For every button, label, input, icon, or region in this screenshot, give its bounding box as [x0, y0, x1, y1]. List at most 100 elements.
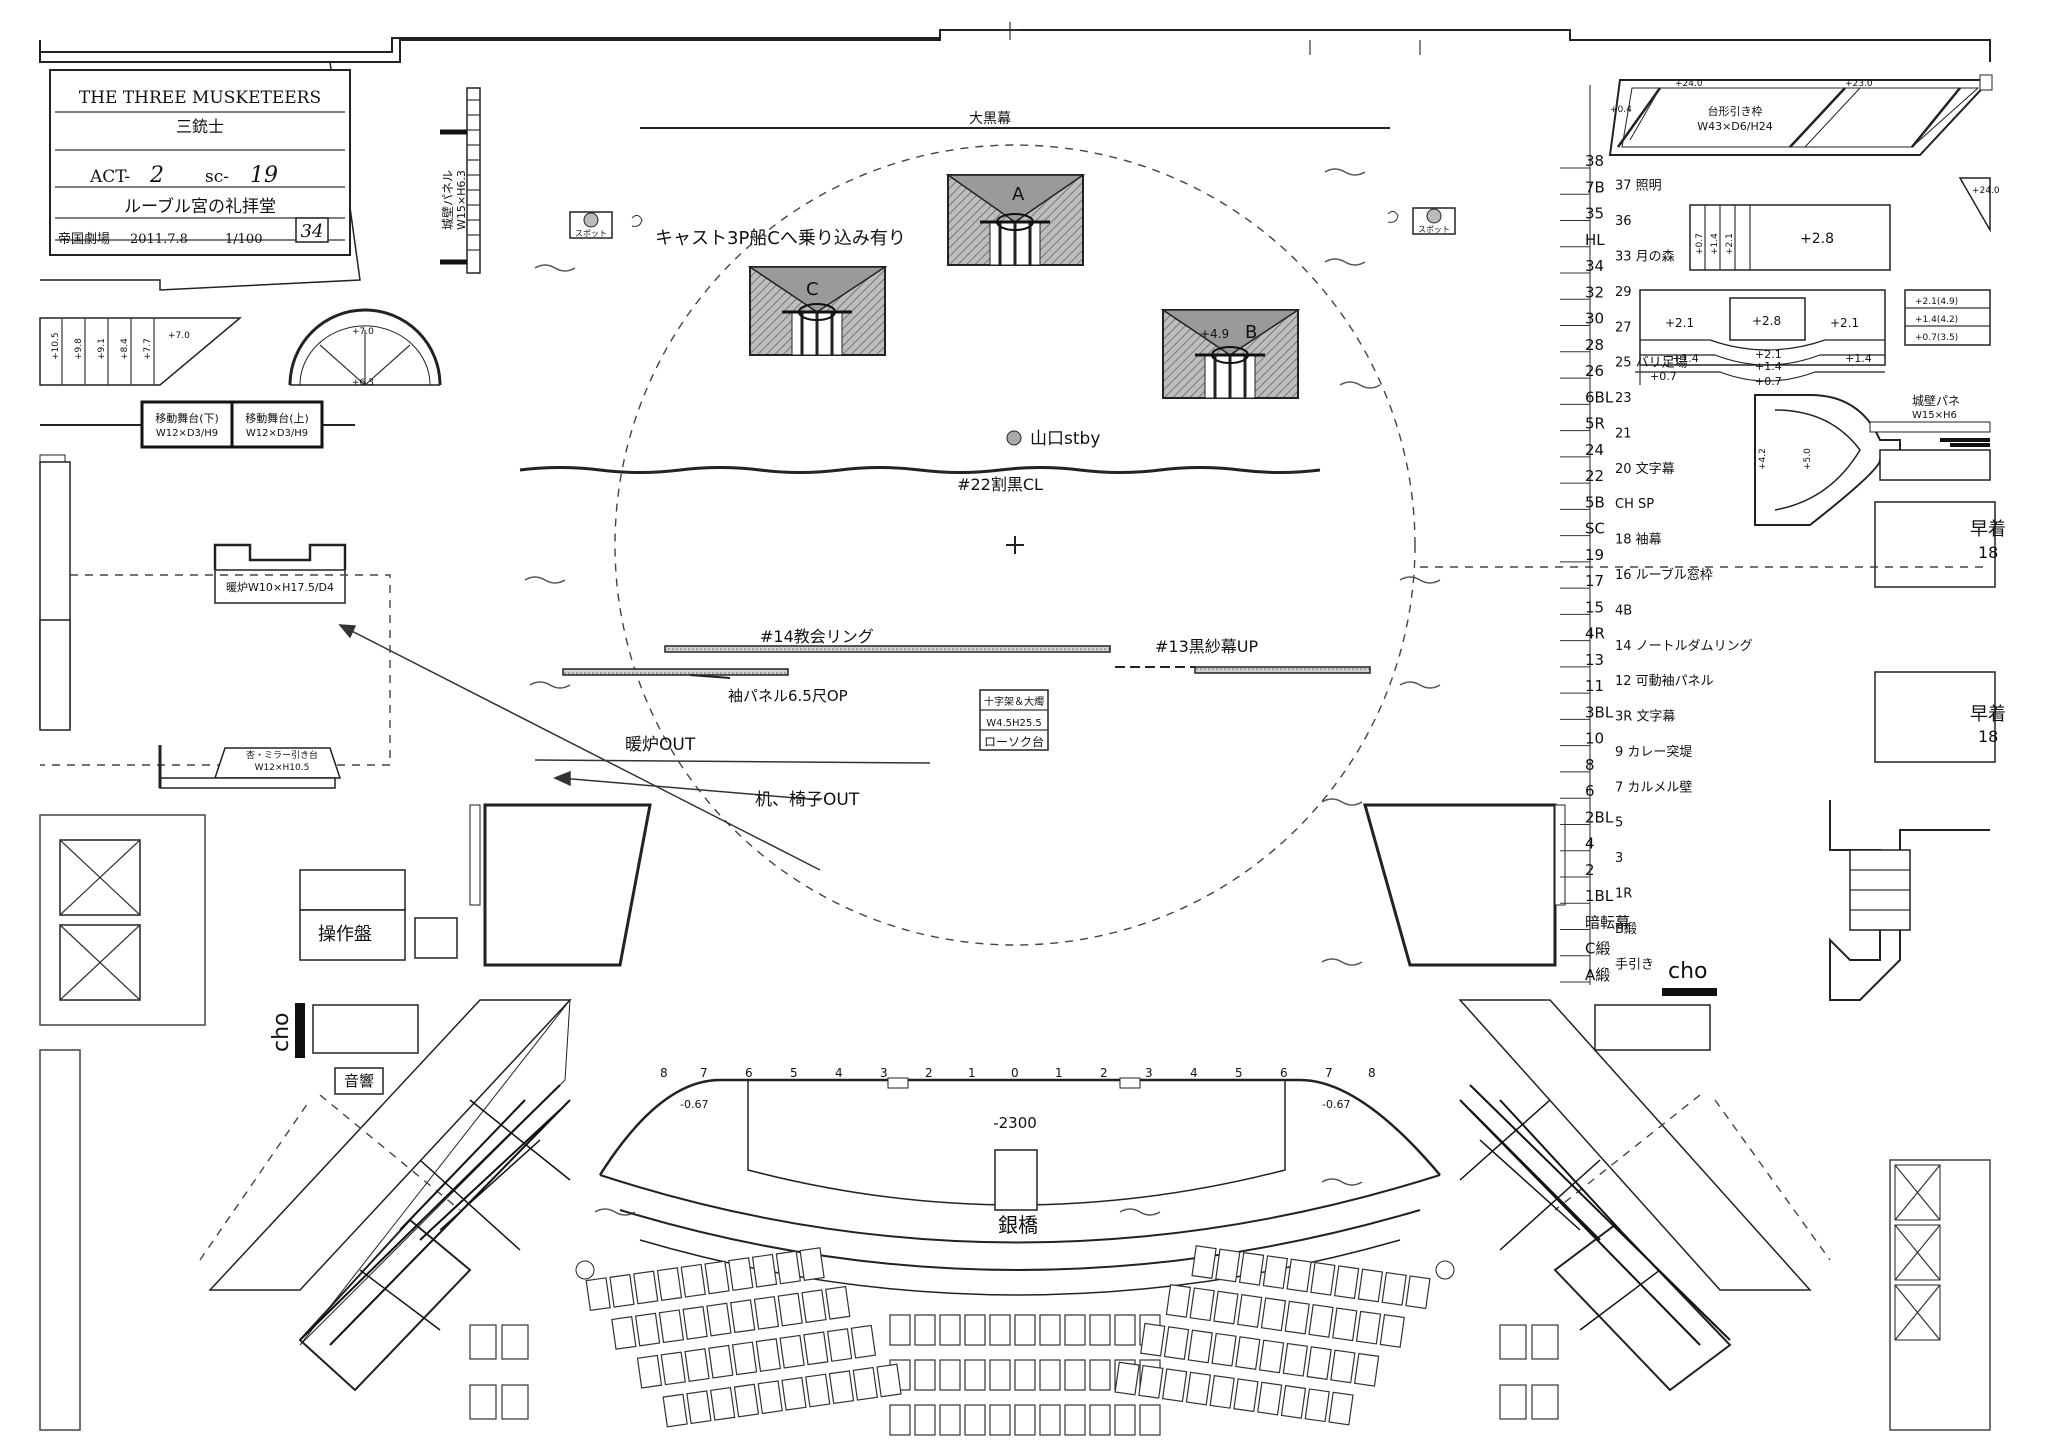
batten-number: 13 — [1585, 651, 1604, 669]
small-step-1: +2.1(4.9) — [1915, 297, 1958, 307]
seat — [939, 1404, 961, 1436]
seat — [1209, 1374, 1235, 1409]
batten-number: 34 — [1585, 257, 1604, 275]
seat — [1161, 1368, 1188, 1403]
seat — [1306, 1346, 1332, 1381]
seat — [1089, 1359, 1111, 1391]
batten-number: 11 — [1585, 677, 1604, 695]
title-block: THE THREE MUSKETEERS 三銃士 ACT- 2 sc- 19 ル… — [49, 69, 351, 256]
qc1-label: 早着 — [1970, 519, 2006, 540]
seat — [1187, 1329, 1213, 1364]
candle-label: ローソク台 — [984, 734, 1044, 749]
water-waves — [524, 168, 1441, 1216]
seat — [1114, 1404, 1136, 1436]
plat-h3: +2.1 — [1725, 233, 1735, 255]
batten-number: 5R — [1585, 415, 1605, 433]
seat — [1089, 1314, 1111, 1346]
seat — [633, 1270, 659, 1305]
batten-number: 35 — [1585, 205, 1604, 223]
batten-note: 1R — [1615, 887, 1632, 902]
fireplace: 暖炉W10×H17.5/D4 — [213, 543, 347, 604]
batten-number: 2 — [1585, 861, 1595, 879]
act-value: 2 — [149, 163, 164, 188]
batten-number: 4 — [1585, 835, 1595, 853]
batten-note: B緞 — [1615, 921, 1637, 937]
title-jp: 三銃士 — [176, 117, 224, 136]
seat — [686, 1390, 712, 1425]
seat — [1165, 1283, 1192, 1318]
mobile-stage-low: 移動舞台(下) — [155, 411, 219, 425]
trapezoid-h3: +0.4 — [1610, 105, 1632, 115]
stair-h5: +7.7 — [143, 338, 153, 360]
stair-h1: +10.5 — [51, 332, 61, 360]
seat — [850, 1324, 877, 1359]
sound-label: 音響 — [344, 1072, 374, 1090]
seat — [1237, 1294, 1263, 1328]
seat — [1140, 1322, 1166, 1357]
spotlight-right: スポット — [1387, 207, 1456, 235]
seat — [876, 1363, 902, 1398]
left-truss-tower — [199, 998, 572, 1392]
spotlight-right-label: スポット — [1418, 225, 1450, 234]
batten-note: 33 月の森 — [1615, 249, 1675, 264]
seat — [799, 1247, 825, 1281]
seat — [989, 1359, 1011, 1391]
seat — [1310, 1261, 1336, 1296]
batten-number: 7B — [1585, 178, 1605, 196]
plat-mid-2: +2.8 — [1752, 314, 1781, 328]
batten-note: 36 — [1615, 214, 1632, 229]
seat — [781, 1376, 807, 1411]
batten-note: 16 ルーブル窓枠 — [1615, 567, 1713, 583]
seat — [1014, 1404, 1036, 1436]
seat — [733, 1383, 760, 1418]
seat — [1238, 1251, 1265, 1286]
batten-note: 3R 文字幕 — [1615, 710, 1675, 725]
proscenium-left — [469, 803, 652, 967]
seat — [964, 1404, 986, 1436]
seat — [1282, 1342, 1309, 1377]
seat-marker — [575, 1260, 595, 1280]
plat-mid-3: +2.1 — [1830, 316, 1859, 330]
small-step-2: +1.4(4.2) — [1915, 315, 1958, 325]
seat — [1014, 1314, 1036, 1346]
seat — [1304, 1388, 1330, 1423]
boat-b-letter: B — [1245, 322, 1257, 343]
batten-note: 12 可動袖パネル — [1615, 674, 1714, 689]
seat — [775, 1250, 801, 1285]
stair-h2: +9.8 — [74, 338, 84, 360]
boat-c: C — [747, 266, 888, 356]
plat-h4: +2.8 — [1800, 231, 1834, 247]
yamaguchi-label: 山口stby — [1030, 429, 1100, 449]
seat-n6: 3 — [880, 1066, 888, 1080]
left-stairs: +10.5 +9.8 +9.1 +8.4 +7.7 +7.0 — [39, 317, 243, 386]
seat — [1191, 1245, 1217, 1280]
seat-n3: 6 — [745, 1066, 753, 1080]
scene-value: 19 — [250, 163, 278, 188]
seat — [889, 1314, 911, 1346]
seat — [1286, 1258, 1312, 1293]
church-ring-label: #14教会リング — [760, 627, 874, 646]
seat-n8: 1 — [968, 1066, 976, 1080]
seat-n12: 3 — [1145, 1066, 1153, 1080]
seat — [779, 1334, 805, 1369]
arch-top: +7.0 — [352, 327, 374, 337]
seat-n16: 7 — [1325, 1066, 1333, 1080]
seat — [1064, 1404, 1086, 1436]
mobile-stage-low-size: W12×D3/H9 — [156, 428, 218, 439]
batten-note: 9 カレー突堤 — [1615, 744, 1692, 760]
batten-note: 3 — [1615, 851, 1623, 866]
split-black-label: #22割黒CL — [957, 475, 1043, 494]
batten-note: 20 文字幕 — [1615, 462, 1675, 477]
plat-low-5: +0.7 — [1650, 370, 1677, 383]
seat — [1531, 1324, 1559, 1360]
batten-number: 3BL — [1585, 703, 1614, 721]
seat-n10: 1 — [1055, 1066, 1063, 1080]
seat — [1262, 1255, 1289, 1290]
seat — [939, 1359, 961, 1391]
seat-n2: 7 — [700, 1066, 708, 1080]
batten-note: 23 — [1615, 391, 1632, 406]
seat — [1499, 1324, 1527, 1360]
seat — [757, 1380, 783, 1415]
batten-note: 25 バリ足場 — [1615, 356, 1688, 371]
seat — [1284, 1300, 1310, 1335]
